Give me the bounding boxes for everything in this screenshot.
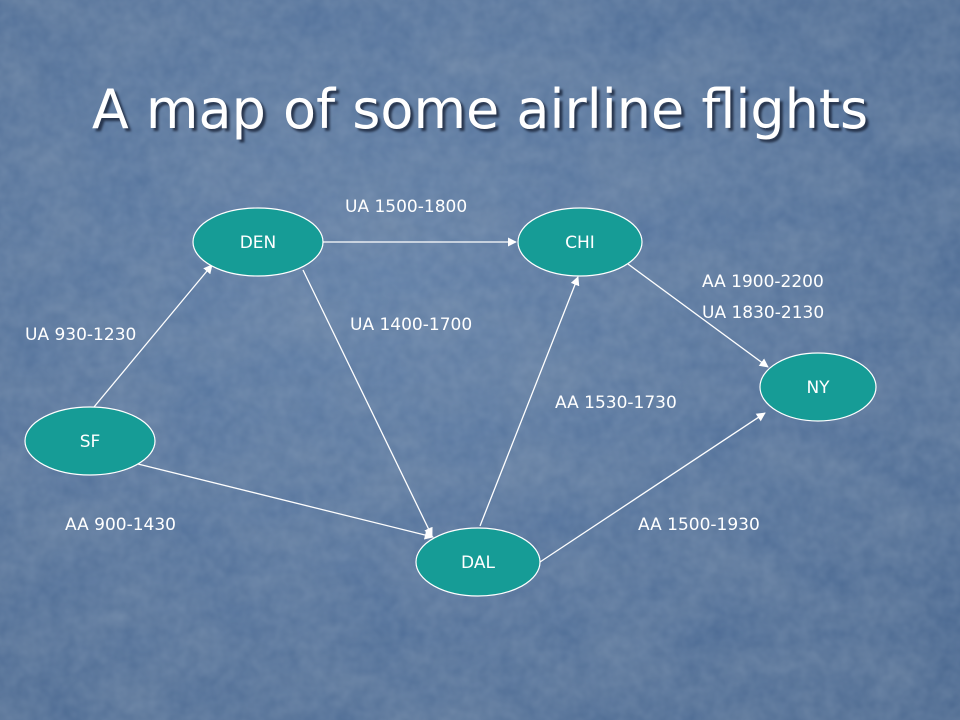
node-dal: DAL: [415, 527, 541, 597]
slide-title: A map of some airline flights: [91, 78, 869, 141]
node-ny: NY: [759, 352, 877, 422]
edge-dal-ny: [539, 412, 766, 563]
edge-label-den-dal: UA 1400-1700: [350, 315, 472, 335]
edge-sf-dal: [137, 463, 434, 540]
node-label: CHI: [565, 233, 595, 253]
edge-label-chi-ny: UA 1830-2130: [702, 303, 824, 323]
node-chi: CHI: [517, 207, 643, 277]
edge-label-sf-dal: AA 900-1430: [65, 515, 176, 535]
edge-den-dal: [302, 269, 433, 537]
node-ellipse: [415, 527, 541, 597]
nodes-layer: SF DEN CHI DAL NY: [24, 207, 877, 597]
node-den: DEN: [192, 207, 324, 277]
node-ellipse: [517, 207, 643, 277]
edge-labels-layer: UA 930-1230 AA 900-1430 UA 1500-1800 UA 140…: [25, 197, 824, 535]
edge-label-chi-ny: AA 1900-2200: [702, 272, 824, 292]
edge-label-sf-den: UA 930-1230: [25, 325, 136, 345]
node-label: SF: [80, 432, 101, 452]
edge-dal-chi: [479, 276, 580, 527]
node-label: DAL: [461, 553, 495, 573]
edge-label-dal-ny: AA 1500-1930: [638, 515, 760, 535]
node-label: DEN: [240, 233, 277, 253]
edge-chi-ny: [627, 263, 769, 368]
edge-label-den-chi: UA 1500-1800: [345, 197, 467, 217]
node-ellipse: [192, 207, 324, 277]
edge-sf-den: [93, 264, 213, 408]
edge-label-dal-chi: AA 1530-1730: [555, 393, 677, 413]
edges-layer: [93, 237, 769, 563]
node-sf: SF: [24, 406, 156, 476]
node-ellipse: [759, 352, 877, 422]
node-ellipse: [24, 406, 156, 476]
node-label: NY: [806, 378, 830, 398]
